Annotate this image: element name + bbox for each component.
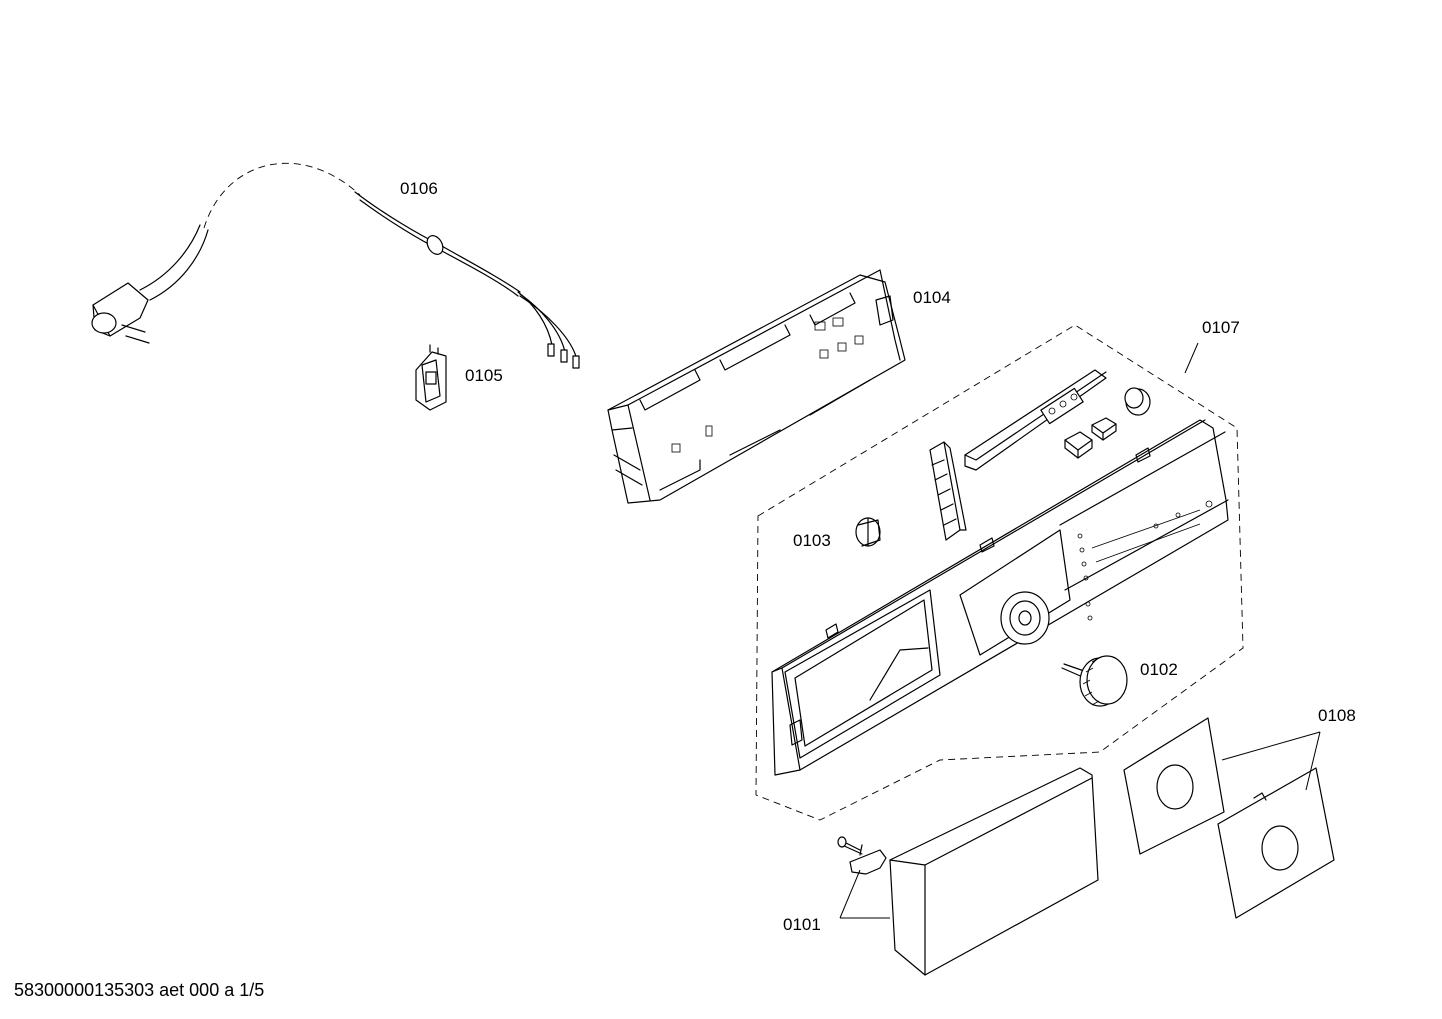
module-housing-0104 [607, 269, 906, 504]
part-label-0108: 0108 [1318, 706, 1356, 725]
clip-part-0103 [855, 517, 881, 547]
fascia-panel-0107 [771, 419, 1229, 776]
part-label-0104: 0104 [913, 288, 951, 307]
clip-part-0105 [415, 344, 447, 411]
rotary-knob-0102 [1061, 655, 1128, 707]
leader-lines [839, 342, 1321, 919]
assembly-boundary-0107 [755, 324, 1244, 821]
drawing-code: 58300000135303 aet 000 a 1/5 [14, 980, 265, 1000]
part-label-0102: 0102 [1140, 660, 1178, 679]
part-label-0101: 0101 [783, 915, 821, 934]
control-panel-internals-0107 [929, 369, 1151, 541]
cover-plates-0108 [1123, 717, 1335, 919]
part-label-0105: 0105 [465, 366, 503, 385]
drawer-handle-0101 [837, 767, 1099, 976]
part-label-0103: 0103 [793, 531, 831, 550]
part-label-0106: 0106 [400, 179, 438, 198]
part-label-0107: 0107 [1202, 318, 1240, 337]
power-cord-0106 [91, 162, 580, 369]
